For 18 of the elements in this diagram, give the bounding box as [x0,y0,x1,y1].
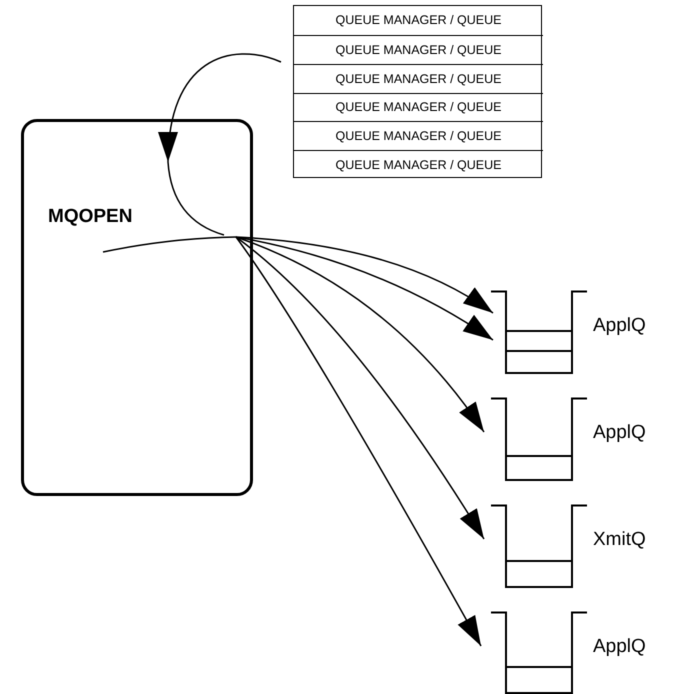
arrow [236,236,485,540]
list-table [293,5,542,178]
row-text: QUEUE MANAGER / QUEUE [334,129,502,144]
arrow [236,236,494,341]
queue-label: ApplQ [593,636,646,658]
row-text: QUEUE MANAGER / QUEUE [334,100,502,114]
box-title: MQOPEN [48,206,132,228]
queue-label: XmitQ [593,529,646,551]
process-box [21,119,253,496]
row-text: QUEUE MANAGER / QUEUE [334,42,502,57]
row-text: QUEUE MANAGER / QUEUE [334,158,502,172]
queue-label: ApplQ [593,422,646,444]
row-text: QUEUE MANAGER / QUEUE [334,72,502,86]
arrow [236,236,485,432]
arrow [235,236,482,646]
queue-label: ApplQ [593,315,646,337]
row-text: QUEUE MANAGER / QUEUE [334,13,502,28]
arrow [160,53,282,162]
